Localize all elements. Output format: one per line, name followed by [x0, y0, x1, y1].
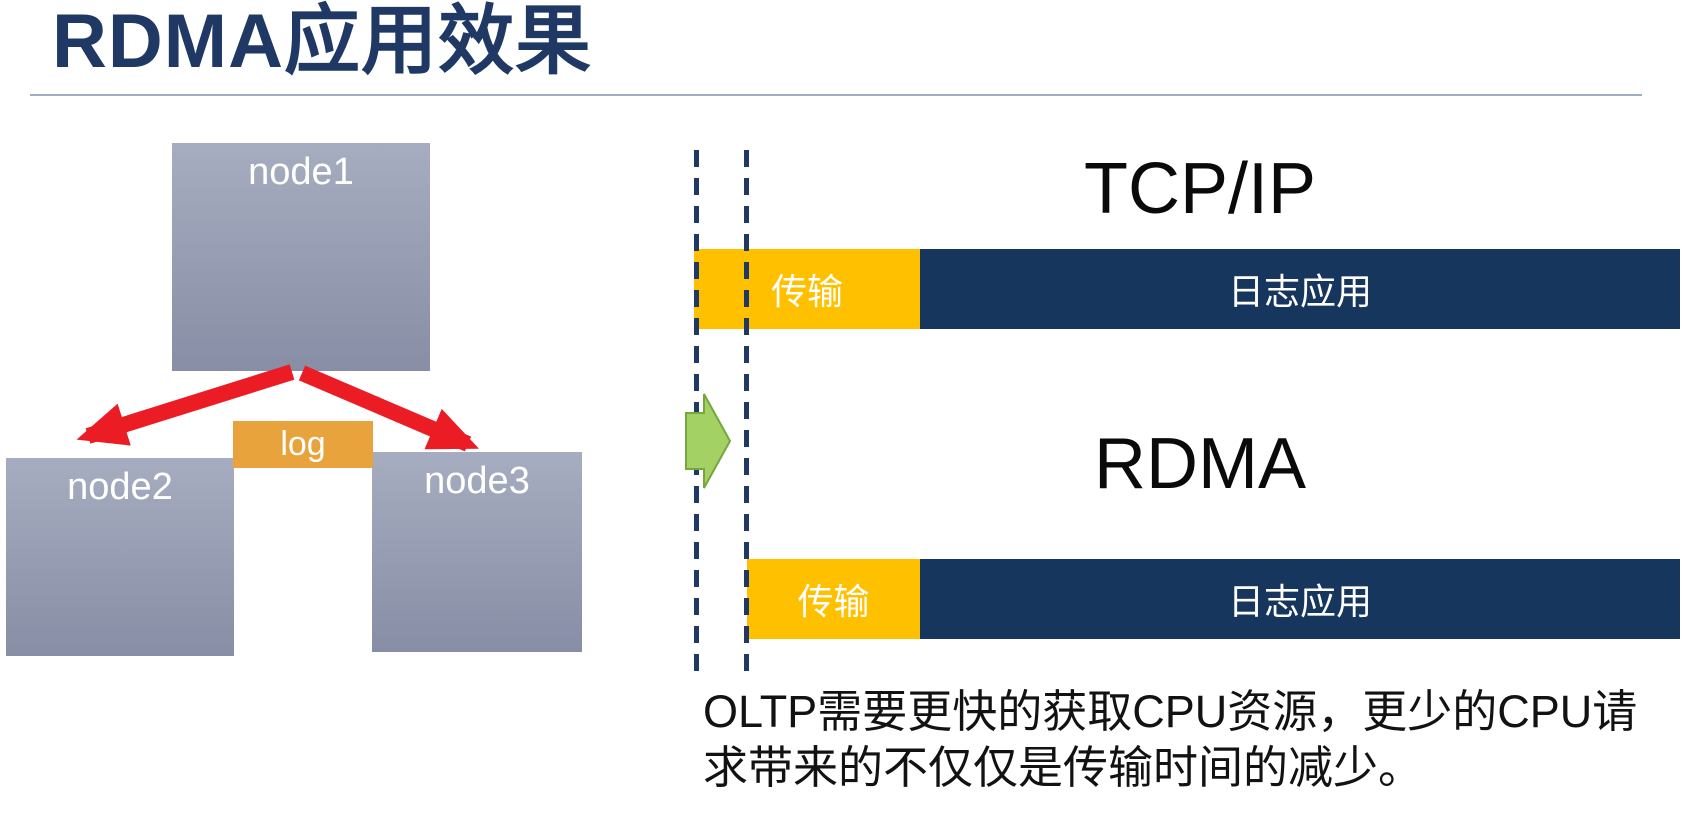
- tcp-ip-heading: TCP/IP: [1083, 149, 1317, 229]
- caption-text: OLTP需要更快的获取CPU资源，更少的CPU请 求带来的不仅仅是传输时间的减少…: [703, 684, 1637, 796]
- rdma-app-segment: 日志应用: [920, 559, 1680, 639]
- caption-line-2: 求带来的不仅仅是传输时间的减少。: [703, 741, 1424, 793]
- rdma-timeline-bar: 传输 日志应用: [747, 559, 1680, 639]
- tcp-timeline-bar: 传输 日志应用: [694, 249, 1680, 329]
- node2-box: node2: [6, 458, 234, 656]
- caption-line-1: OLTP需要更快的获取CPU资源，更少的CPU请: [703, 686, 1638, 737]
- title-divider: [30, 94, 1642, 96]
- log-box: log: [233, 421, 373, 468]
- node2-label: node2: [67, 466, 173, 508]
- node3-label: node3: [424, 460, 530, 502]
- tcp-transfer-segment: 传输: [694, 249, 920, 329]
- page-title: RDMA应用效果: [52, 0, 592, 84]
- tcp-app-segment: 日志应用: [920, 249, 1680, 329]
- rdma-transfer-segment: 传输: [747, 559, 920, 639]
- red-arrow-left-icon: [76, 364, 295, 446]
- green-arrow-icon: [685, 393, 732, 489]
- red-replication-arrows: [76, 364, 480, 452]
- node1-box: node1: [172, 143, 430, 371]
- node1-label: node1: [248, 151, 354, 193]
- node3-box: node3: [372, 452, 582, 652]
- rdma-heading: RDMA: [1094, 424, 1306, 504]
- timeline-dashed-line-2: [744, 150, 749, 682]
- log-label: log: [280, 425, 326, 463]
- red-arrow-right-icon: [298, 365, 480, 452]
